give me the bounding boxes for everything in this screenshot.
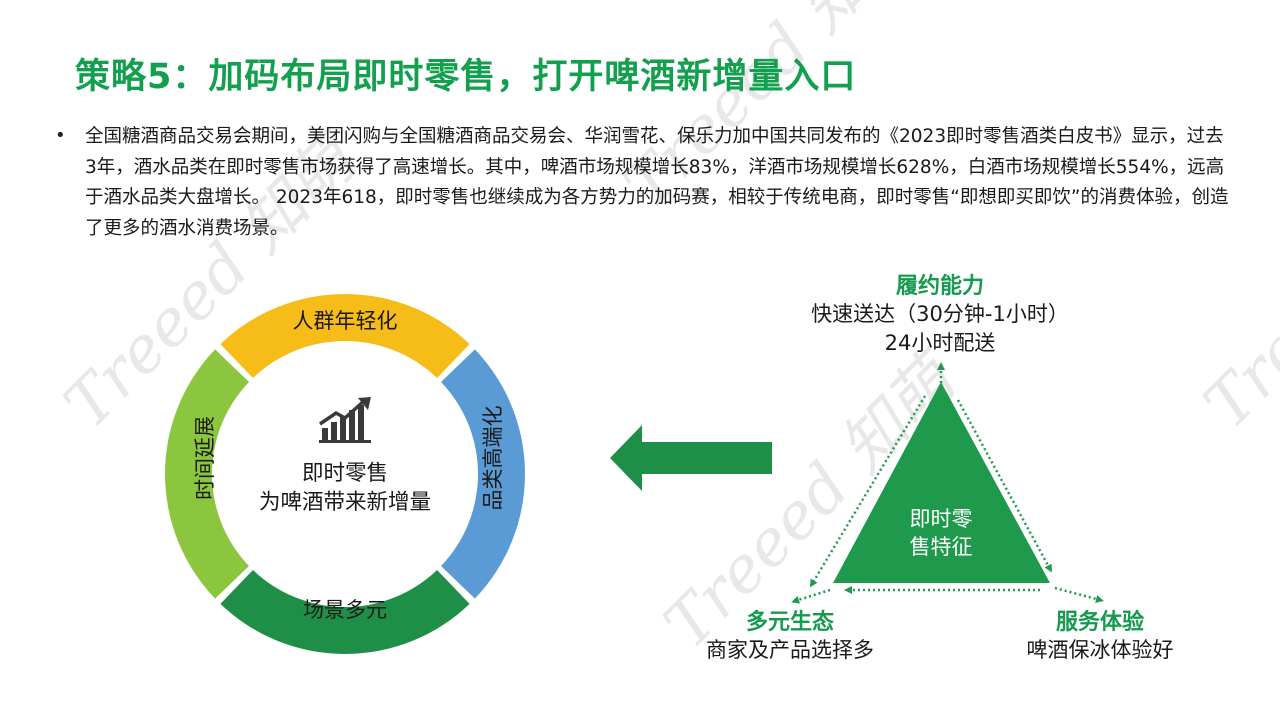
ring-label-left: 时间延展 bbox=[193, 416, 217, 500]
ring-segment-left bbox=[165, 349, 250, 599]
feature-right: 服务体验 啤酒保冰体验好 bbox=[990, 604, 1210, 665]
triangle-center-line1: 即时零 bbox=[909, 507, 973, 531]
ring-label-bottom: 场景多元 bbox=[303, 598, 387, 622]
ring-label-right: 品类高端化 bbox=[481, 405, 505, 511]
ring-center-line1: 即时零售 bbox=[301, 461, 388, 486]
dotted-arrow-bottom-right bbox=[1054, 586, 1104, 603]
feature-top-line1: 快速送达（30分钟-1小时） bbox=[811, 302, 1069, 326]
bullet-marker: • bbox=[55, 125, 66, 146]
ring-segment-bottom bbox=[220, 569, 470, 654]
feature-top: 履约能力 快速送达（30分钟-1小时） 24小时配送 bbox=[740, 268, 1140, 358]
feature-top-line2: 24小时配送 bbox=[884, 331, 996, 355]
feature-right-line1: 啤酒保冰体验好 bbox=[1026, 638, 1174, 662]
feature-right-heading: 服务体验 bbox=[1055, 610, 1144, 635]
page-title: 策略5：加码布局即时零售，打开啤酒新增量入口 bbox=[75, 57, 857, 97]
dotted-arrow-bottom-left bbox=[791, 588, 831, 604]
ring-center-text: 即时零售 为啤酒带来新增量 bbox=[235, 459, 455, 517]
ring-segment-top bbox=[220, 294, 470, 379]
dotted-arrow-right-edge bbox=[956, 399, 1052, 573]
bullet-text: 全国糖酒商品交易会期间，美团闪购与全国糖酒商品交易会、华润雪花、保乐力加中国共同… bbox=[85, 126, 1229, 239]
triangle-center-line2: 售特征 bbox=[909, 535, 973, 559]
feature-left-heading: 多元生态 bbox=[745, 610, 834, 635]
feature-top-heading: 履约能力 bbox=[895, 274, 984, 299]
triangle-center-text: 即时零 售特征 bbox=[881, 505, 1001, 561]
bar-chart-growth-icon bbox=[319, 397, 371, 443]
feature-left-line1: 商家及产品选择多 bbox=[706, 638, 874, 662]
arrow-left-icon bbox=[610, 425, 772, 491]
ring-label-top: 人群年轻化 bbox=[292, 309, 398, 333]
ring-segment-right bbox=[440, 349, 525, 599]
feature-triangle bbox=[833, 382, 1050, 583]
dotted-arrow-left-edge bbox=[809, 395, 927, 588]
feature-left: 多元生态 商家及产品选择多 bbox=[670, 604, 910, 665]
ring-center-line2: 为啤酒带来新增量 bbox=[258, 490, 431, 515]
